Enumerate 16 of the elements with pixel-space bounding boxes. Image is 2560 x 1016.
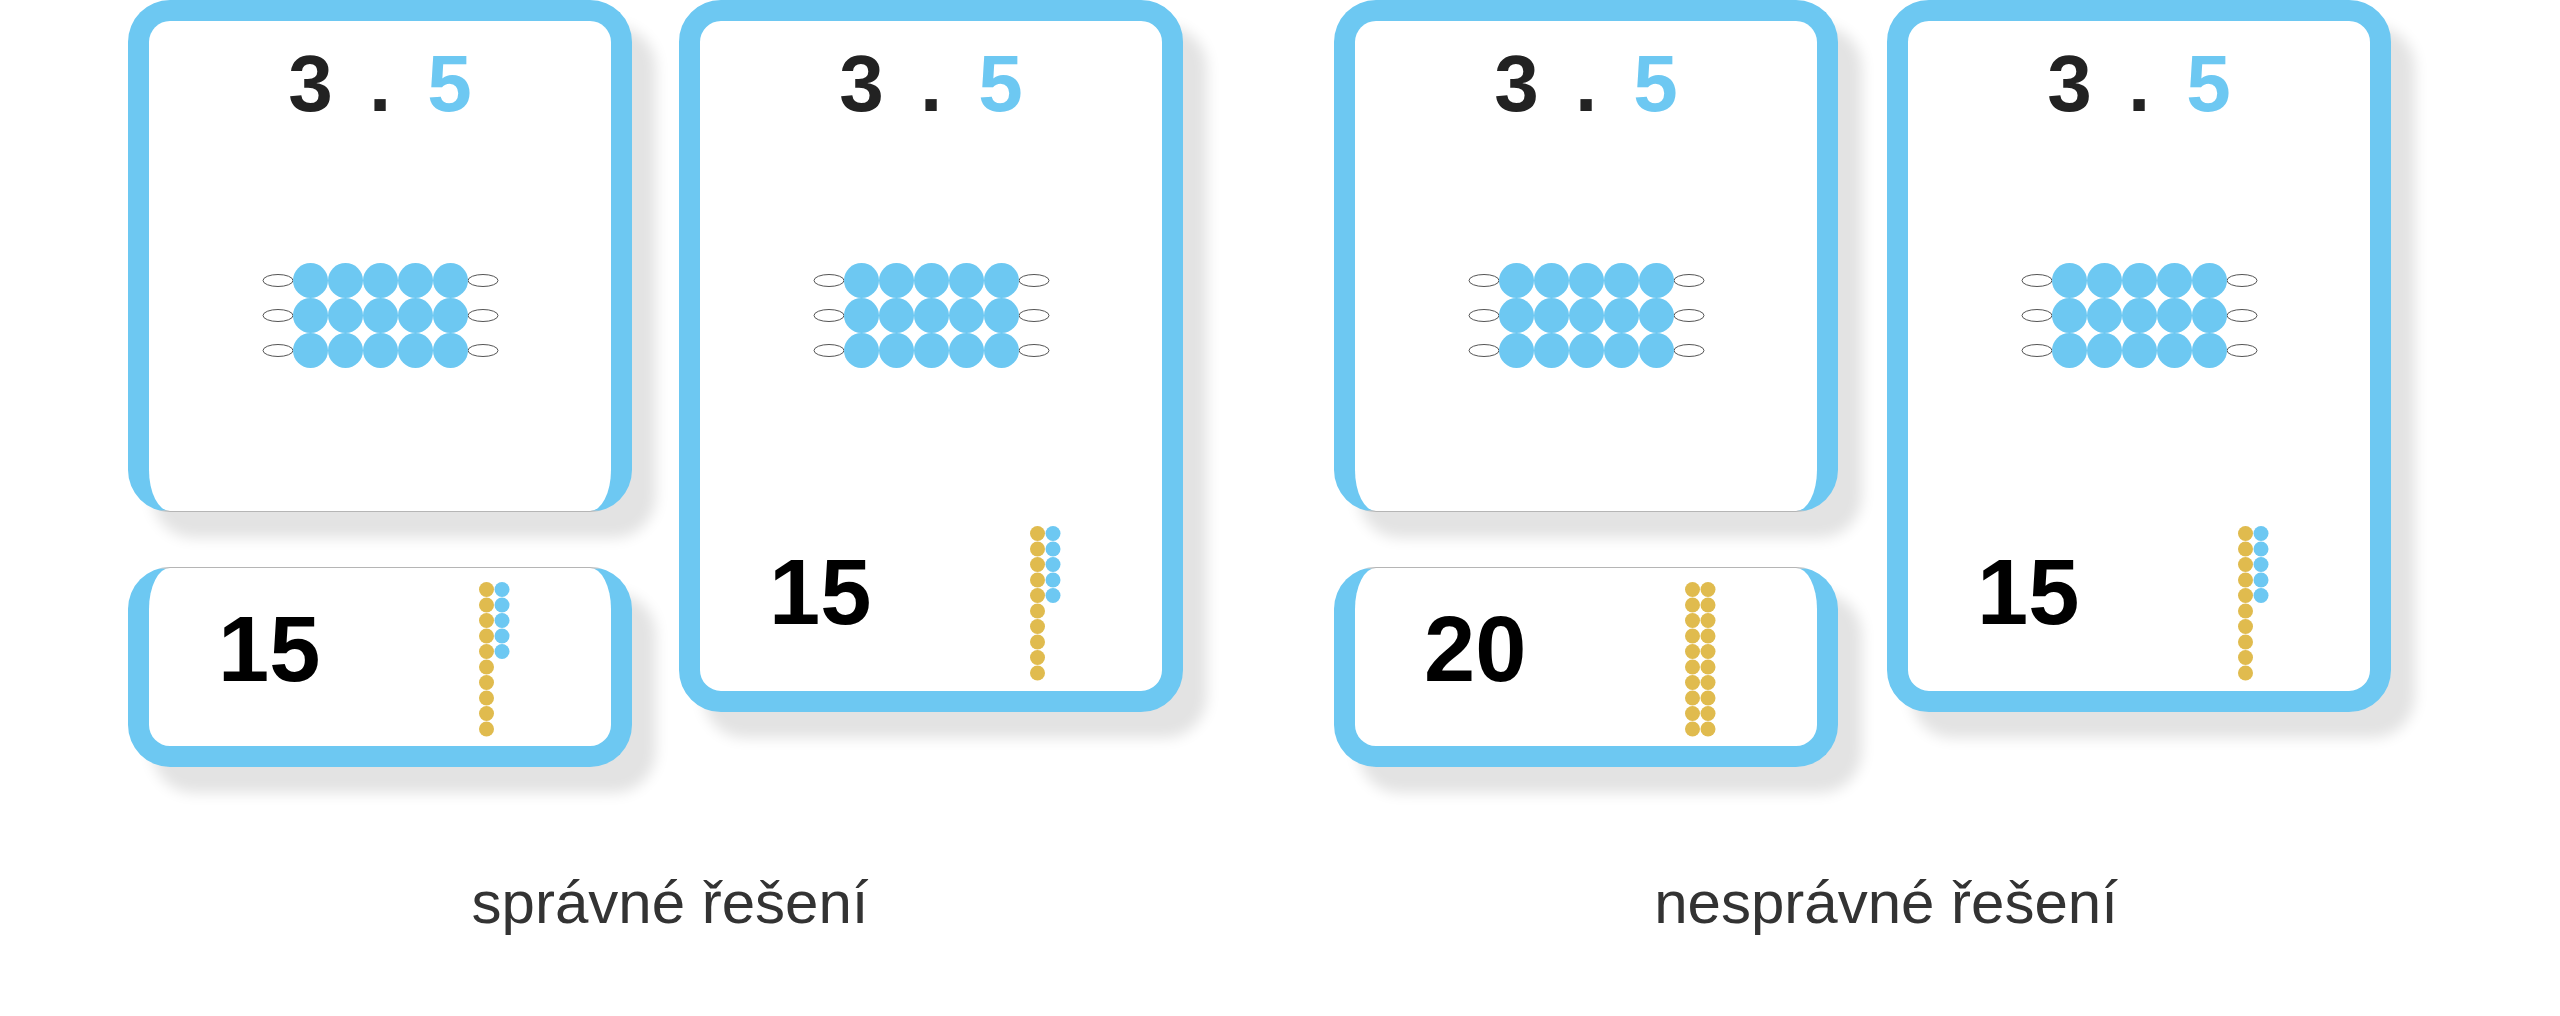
number-card [128, 0, 632, 512]
product-number: 20 [1424, 597, 1527, 702]
product-number: 15 [218, 597, 321, 702]
multiplication-expression: 3 . 5 [839, 38, 1023, 130]
caption: správné řešení [471, 868, 869, 937]
number-card [128, 567, 632, 767]
number-card [1334, 567, 1838, 767]
product-number: 15 [769, 540, 872, 645]
product-number: 15 [1977, 540, 2080, 645]
caption: nesprávné řešení [1654, 868, 2118, 937]
multiplication-expression: 3 . 5 [288, 38, 472, 130]
number-card [1334, 0, 1838, 512]
multiplication-expression: 3 . 5 [2047, 38, 2231, 130]
number-card [1887, 0, 2391, 712]
multiplication-expression: 3 . 5 [1494, 38, 1678, 130]
number-card [679, 0, 1183, 712]
